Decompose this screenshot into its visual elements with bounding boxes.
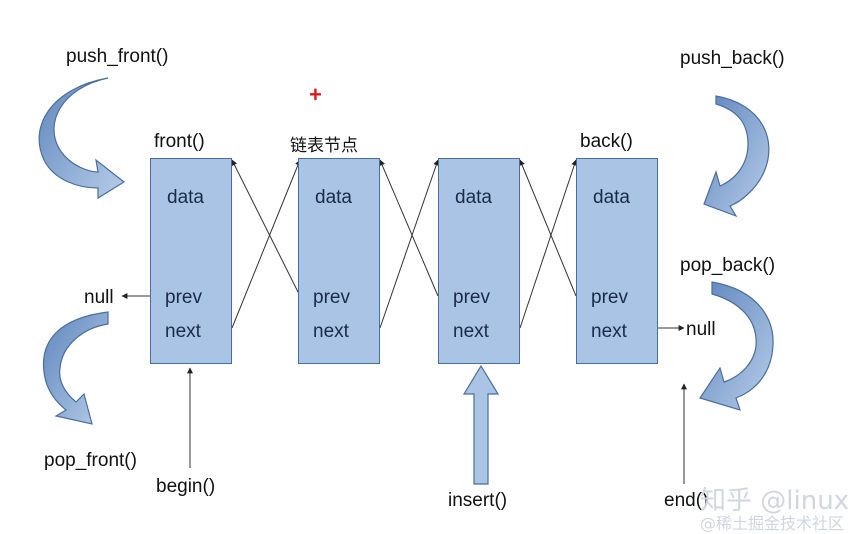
push-front-curved-arrow (38, 77, 126, 200)
pop-front-label: pop_front() (44, 450, 137, 471)
node-prev-field: prev (591, 287, 628, 308)
push-back-label: push_back() (680, 48, 785, 69)
push-front-label: push_front() (66, 46, 169, 67)
watermark-line2: @稀土掘金技术社区 (700, 514, 845, 533)
link-n2-next-to-n3 (379, 159, 440, 329)
node-data-field: data (455, 187, 492, 208)
node-caption: 链表节点 (290, 136, 358, 156)
list-node-2: data prev next (298, 158, 380, 364)
node-prev-field: prev (313, 287, 350, 308)
red-plus-marker: + (309, 82, 322, 107)
end-label: end() (664, 490, 709, 511)
pop-front-curved-arrow (42, 311, 109, 425)
link-n1-next-to-n2-prev (231, 159, 301, 329)
link-n3-prev-to-n2 (379, 159, 439, 297)
link-n2-prev-to-n1 (231, 159, 301, 297)
pop-back-curved-arrow (699, 281, 774, 411)
node-prev-field: prev (165, 287, 202, 308)
node-next-field: next (313, 321, 349, 342)
insert-arrow (462, 364, 500, 485)
node-data-field: data (315, 187, 352, 208)
node-data-field: data (167, 187, 204, 208)
list-node-1: data prev next (150, 158, 232, 364)
node-next-field: next (165, 321, 201, 342)
node-data-field: data (593, 187, 630, 208)
node-next-field: next (453, 321, 489, 342)
watermark-line1: 知乎 @linux (700, 486, 850, 516)
link-n3-next-to-n4 (519, 159, 578, 329)
list-node-3: data prev next (438, 158, 520, 364)
begin-label: begin() (156, 476, 216, 497)
node-next-field: next (591, 321, 627, 342)
link-n4-prev-to-n3 (519, 159, 577, 297)
push-back-curved-arrow (703, 95, 770, 218)
back-label: back() (580, 131, 633, 152)
insert-label: insert() (448, 490, 508, 511)
null-right-label: null (686, 319, 716, 340)
list-node-4: data prev next (576, 158, 658, 364)
front-label: front() (154, 131, 205, 152)
null-left-label: null (84, 287, 114, 308)
pop-back-label: pop_back() (680, 255, 776, 276)
node-prev-field: prev (453, 287, 490, 308)
